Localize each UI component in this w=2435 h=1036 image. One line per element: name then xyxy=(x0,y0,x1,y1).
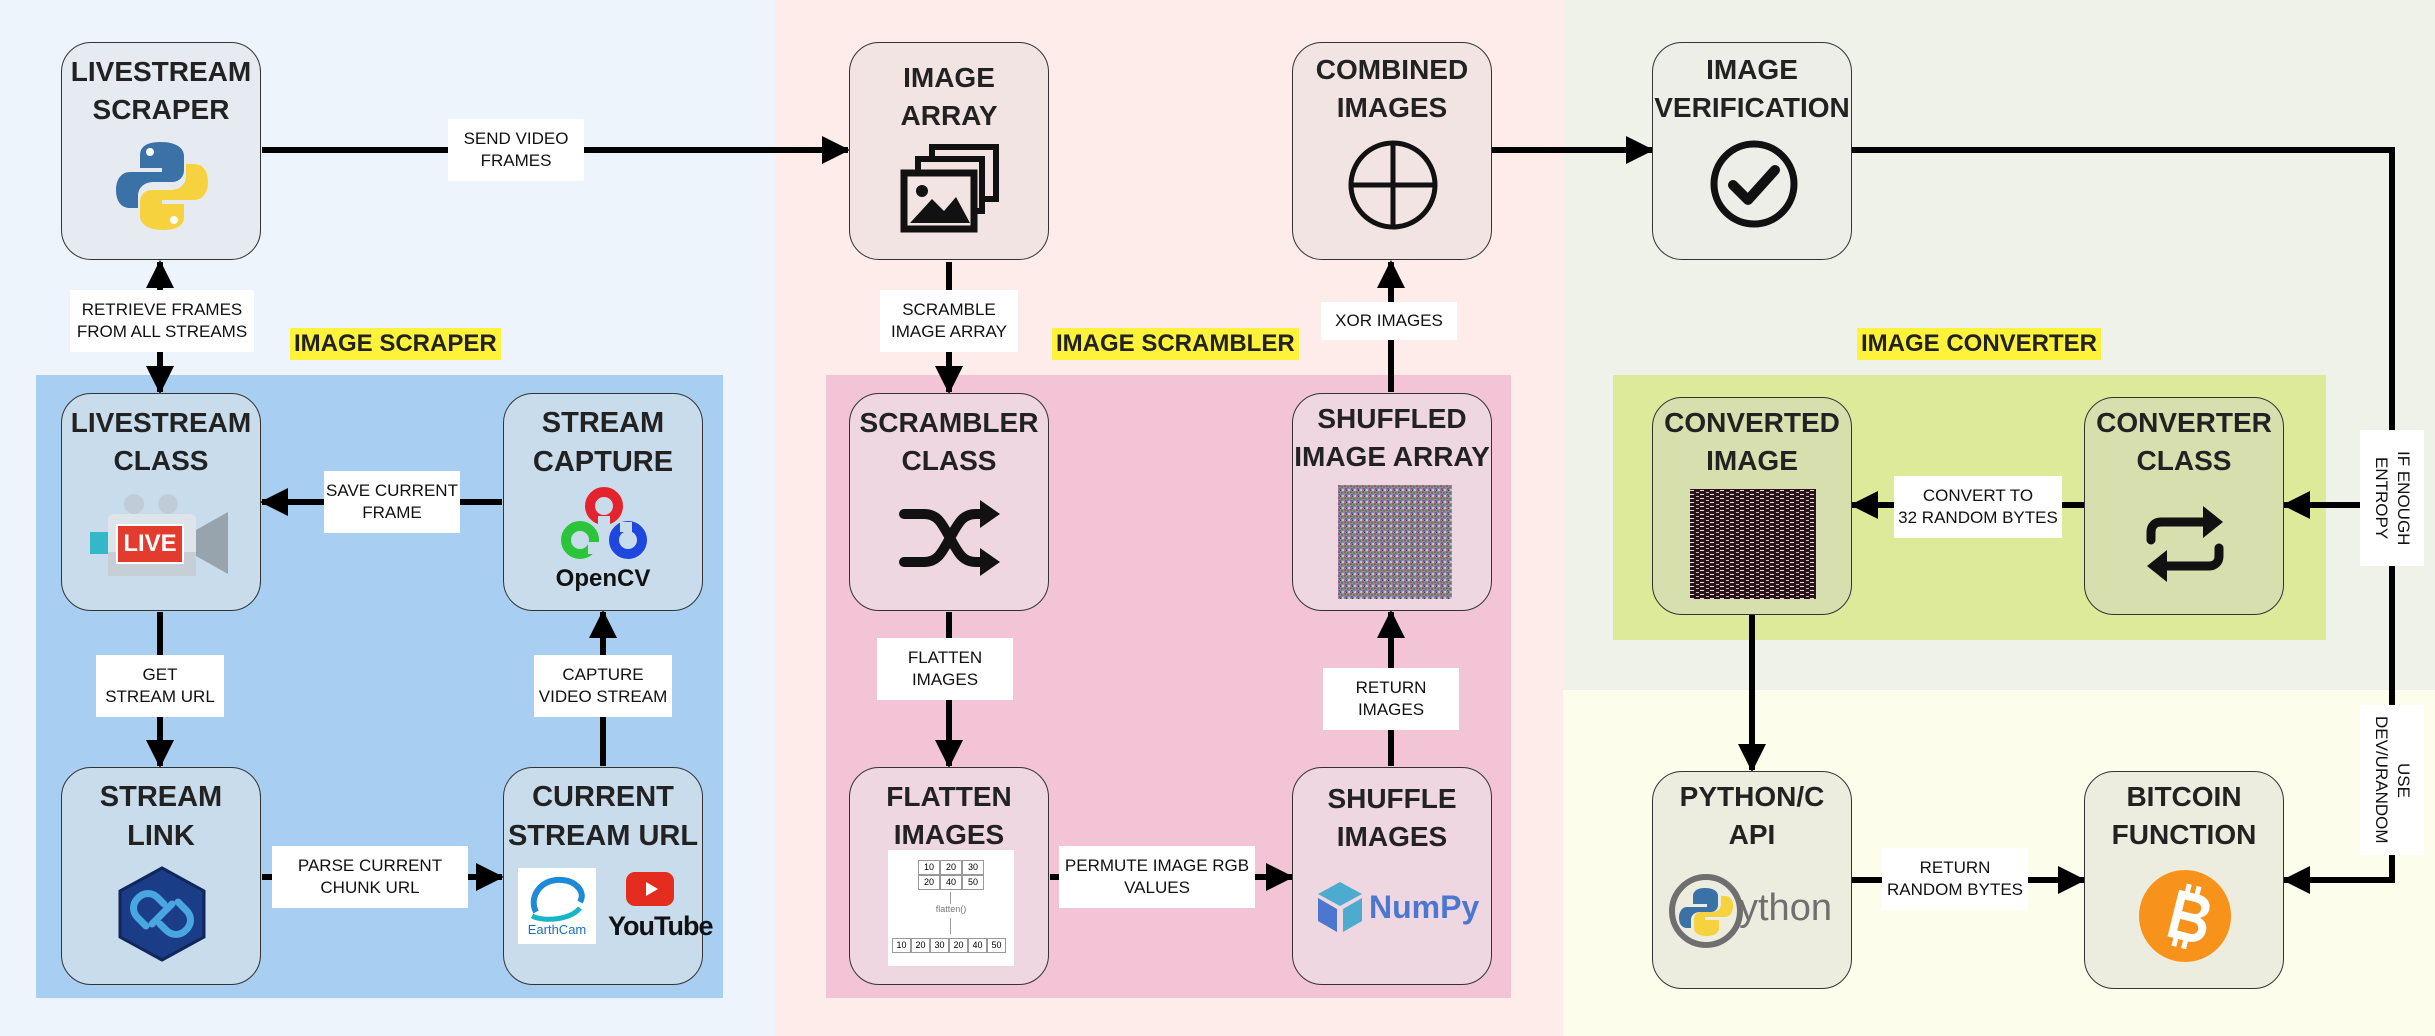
checkmark-circle-icon xyxy=(1710,140,1798,228)
flat-cell: 30 xyxy=(930,938,949,953)
node-flatten-images[interactable]: FLATTEN IMAGES 10 20 30 20 40 50 flatten… xyxy=(849,767,1049,985)
shuffle-icon xyxy=(899,500,1000,576)
node-shuffled-image-array[interactable]: SHUFFLED IMAGE ARRAY xyxy=(1292,393,1492,611)
noise-image-icon xyxy=(1338,485,1452,599)
flat-cell: 50 xyxy=(987,938,1006,953)
edge-label-get-stream-url: GET STREAM URL xyxy=(96,655,224,717)
group-title-image-converter: IMAGE CONVERTER xyxy=(1857,328,2102,360)
node-scrambler-class[interactable]: SCRAMBLER CLASS xyxy=(849,393,1049,611)
node-title: SCRAMBLER CLASS xyxy=(859,407,1039,476)
edge-label-return-random-bytes: RETURN RANDOM BYTES xyxy=(1882,848,2028,910)
node-image-verification[interactable]: IMAGE VERIFICATION xyxy=(1652,42,1852,260)
bitcoin-icon xyxy=(2139,870,2231,962)
edge-label-permute-rgb: PERMUTE IMAGE RGB VALUES xyxy=(1059,846,1255,908)
edge-label-use-dev-urandom: USE DEV/URANDOM xyxy=(2360,705,2424,855)
node-stream-link[interactable]: STREAM LINK xyxy=(61,767,261,985)
grid-cell: 20 xyxy=(918,875,940,890)
earthcam-logo-icon: EarthCam xyxy=(518,868,596,944)
node-title: IMAGE ARRAY xyxy=(900,62,998,131)
node-title: FLATTEN IMAGES xyxy=(886,781,1012,850)
edge-use-dev-urandom xyxy=(2282,505,2395,894)
node-image-array[interactable]: IMAGE ARRAY xyxy=(849,42,1049,260)
edge-if-enough-entropy xyxy=(1852,147,2395,519)
cython-logo-text: ython xyxy=(1739,887,1832,929)
node-title: IMAGE VERIFICATION xyxy=(1654,54,1850,123)
flat-cell: 20 xyxy=(911,938,930,953)
earthcam-logo-text: EarthCam xyxy=(527,922,587,937)
edge-label-save-current-frame: SAVE CURRENT FRAME xyxy=(324,471,460,533)
flat-cell: 10 xyxy=(892,938,911,953)
node-converter-class[interactable]: CONVERTER CLASS xyxy=(2084,397,2284,615)
grid-cell: 40 xyxy=(940,875,962,890)
node-bitcoin-function[interactable]: BITCOIN FUNCTION xyxy=(2084,771,2284,989)
cython-logo-icon xyxy=(1669,874,1743,948)
edge-label-retrieve-frames: RETRIEVE FRAMES FROM ALL STREAMS xyxy=(70,290,254,352)
grid-cell: 30 xyxy=(962,860,984,875)
edge-label-flatten-images: FLATTEN IMAGES xyxy=(877,638,1013,700)
node-title: BITCOIN FUNCTION xyxy=(2111,781,2257,850)
chain-link-hexagon-icon xyxy=(118,866,206,962)
node-converted-image[interactable]: CONVERTED IMAGE xyxy=(1652,397,1852,615)
node-title: SHUFFLE IMAGES xyxy=(1327,783,1457,852)
edge-label-return-images: RETURN IMAGES xyxy=(1323,668,1459,730)
grid-cell: 50 xyxy=(962,875,984,890)
node-title: SHUFFLED IMAGE ARRAY xyxy=(1294,403,1490,472)
youtube-logo-text: YouTube xyxy=(608,911,713,941)
group-title-image-scraper: IMAGE SCRAPER xyxy=(290,328,501,360)
flatten-call-text: flatten() xyxy=(935,904,967,914)
dark-noise-image-icon xyxy=(1690,489,1816,599)
flatten-diagram-icon: 10 20 30 20 40 50 flatten() 10 20 30 20 … xyxy=(888,850,1014,966)
youtube-logo-icon: YouTube xyxy=(608,872,713,944)
flat-cell: 40 xyxy=(968,938,987,953)
node-title: COMBINED IMAGES xyxy=(1315,54,1469,123)
edge-label-convert-32-bytes: CONVERT TO 32 RANDOM BYTES xyxy=(1894,476,2062,538)
node-combined-images[interactable]: COMBINED IMAGES xyxy=(1292,42,1492,260)
edge-label-capture-video-stream: CAPTURE VIDEO STREAM xyxy=(534,655,672,717)
node-livestream-scraper[interactable]: LIVESTREAM SCRAPER xyxy=(61,42,261,260)
grid-cell: 20 xyxy=(940,860,962,875)
node-title: CONVERTED IMAGE xyxy=(1664,407,1840,476)
flat-cell: 20 xyxy=(949,938,968,953)
edge-label-parse-chunk-url: PARSE CURRENT CHUNK URL xyxy=(272,846,468,908)
node-stream-capture[interactable]: STREAM CAPTURE OpenCV xyxy=(503,393,703,611)
node-title: LIVESTREAM SCRAPER xyxy=(70,56,252,125)
xor-circle-icon xyxy=(1348,140,1438,230)
grid-cell: 10 xyxy=(918,860,940,875)
node-livestream-class[interactable]: LIVESTREAM CLASS LIVE xyxy=(61,393,261,611)
node-shuffle-images[interactable]: SHUFFLE IMAGES NumPy xyxy=(1292,767,1492,985)
node-title: LIVESTREAM CLASS xyxy=(70,407,252,476)
node-title: STREAM LINK xyxy=(99,781,223,852)
node-title: CONVERTER CLASS xyxy=(2096,407,2272,476)
edge-label-if-enough-entropy: IF ENOUGH ENTROPY xyxy=(2360,430,2424,566)
python-logo-icon xyxy=(116,142,208,230)
image-stack-icon xyxy=(900,144,999,233)
group-title-image-scrambler: IMAGE SCRAMBLER xyxy=(1052,328,1299,360)
opencv-logo-text: OpenCV xyxy=(555,565,651,592)
edge-label-scramble-image-array: SCRAMBLE IMAGE ARRAY xyxy=(880,290,1018,352)
edge-label-send-video-frames: SEND VIDEO FRAMES xyxy=(448,119,584,181)
numpy-logo-icon xyxy=(1318,882,1362,932)
numpy-logo-text: NumPy xyxy=(1369,889,1480,925)
node-python-c-api[interactable]: PYTHON/C API ython xyxy=(1652,771,1852,989)
edge-label-xor-images: XOR IMAGES xyxy=(1321,302,1457,340)
node-title: PYTHON/C API xyxy=(1679,781,1825,850)
opencv-logo-icon xyxy=(561,487,647,559)
live-camera-icon: LIVE xyxy=(88,490,238,586)
node-title: CURRENT STREAM URL xyxy=(507,781,699,852)
node-title: STREAM CAPTURE xyxy=(532,407,674,478)
repeat-arrows-icon xyxy=(2146,506,2224,582)
node-current-stream-url[interactable]: CURRENT STREAM URL EarthCam YouTube xyxy=(503,767,713,985)
live-badge: LIVE xyxy=(116,524,184,564)
